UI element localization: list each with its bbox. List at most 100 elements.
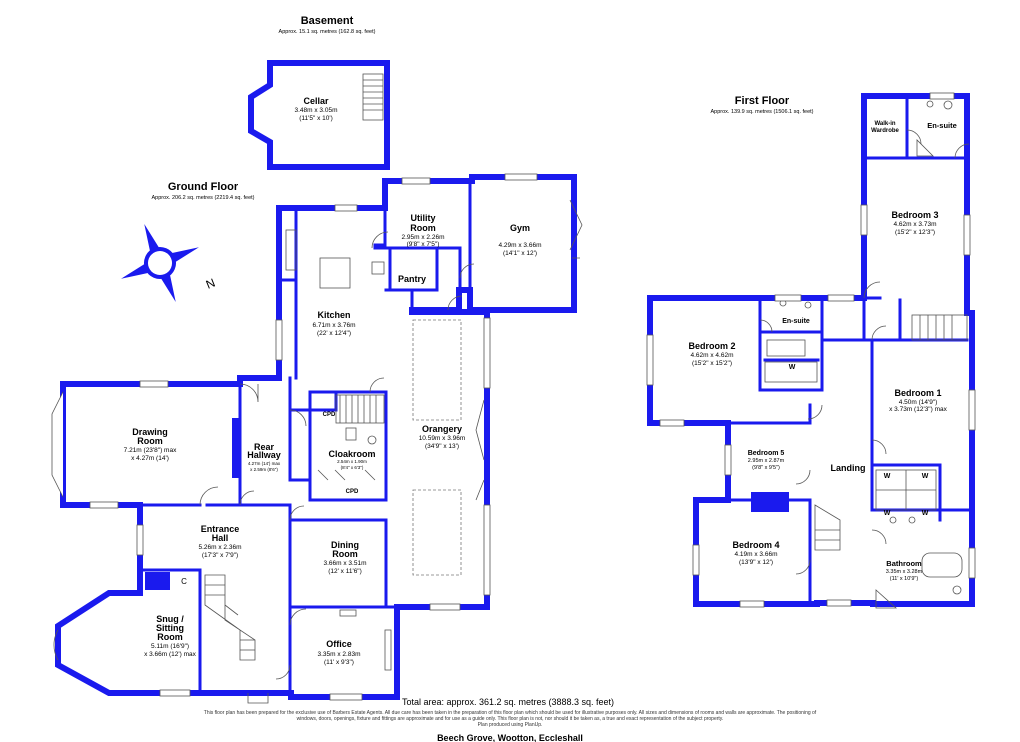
orangery-dim-ft: (34'9" x 13') <box>425 443 459 450</box>
window <box>483 317 491 389</box>
snug-label-2: Sitting <box>156 623 184 633</box>
rear-hallway-dim-ft: x 2.59m (8'6") <box>250 467 278 472</box>
wardrobe-label: W <box>922 473 929 480</box>
drawing-dim-m: 7.21m (23'8") max <box>124 447 177 454</box>
first-floor-area: Approx. 139.9 sq. metres (1506.1 sq. fee… <box>710 109 813 115</box>
cloakroom-dim-m: 2.54m x 1.90m <box>337 459 367 464</box>
utility-label-1: Utility <box>410 213 435 223</box>
landing-label: Landing <box>831 463 866 473</box>
disclaimer-line-2: windows, doors, openings, fixture and fi… <box>297 716 724 722</box>
fireplace <box>145 572 170 590</box>
dining-dim-m: 3.66m x 3.51m <box>324 560 367 567</box>
snug-dim-m: 5.11m (16'9") <box>151 643 189 650</box>
bedroom-5-dim-ft: (9'8" x 9'5") <box>752 465 780 471</box>
compass-icon <box>121 224 199 302</box>
dining-dim-ft: (12' x 11'6") <box>328 568 362 575</box>
door <box>289 409 307 427</box>
ground-floor-outer-walls <box>55 174 577 700</box>
window <box>159 689 191 697</box>
door <box>239 383 259 403</box>
ground-floor-section: Ground Floor Approx. 206.2 sq. metres (2… <box>51 173 583 704</box>
bedroom-2-dim-ft: (15'2" x 15'2") <box>692 360 732 367</box>
bath-tub <box>921 552 963 578</box>
wardrobe-label: W <box>789 364 796 371</box>
bedroom-5-dim-m: 2.95m x 2.87m <box>748 458 785 464</box>
bathroom-label: Bathroom <box>886 559 922 568</box>
gym-doors <box>569 199 583 259</box>
window <box>504 173 538 181</box>
office-dim-ft: (11' x 9'3") <box>324 659 354 666</box>
disclaimer-line-3: Plan produced using PlanUp. <box>478 722 543 728</box>
orangery-doors <box>475 399 485 501</box>
drawing-dim-ft: x 4.27m (14') <box>131 455 169 462</box>
door <box>759 319 773 333</box>
window <box>401 177 431 185</box>
cellar-label: Cellar <box>303 96 329 106</box>
ground-floor-area: Approx. 206.2 sq. metres (2219.4 sq. fee… <box>151 195 254 201</box>
door <box>369 377 385 393</box>
dining-label-2: Room <box>332 549 358 559</box>
total-area: Total area: approx. 361.2 sq. metres (38… <box>402 697 614 707</box>
window <box>692 544 700 576</box>
wardrobe-label: W <box>884 510 891 517</box>
door <box>795 559 811 575</box>
door <box>954 143 970 159</box>
utility-label-2: Room <box>410 223 436 233</box>
cupboard-label: C <box>181 577 187 586</box>
pantry-label: Pantry <box>398 274 426 284</box>
shower <box>875 589 898 609</box>
window <box>139 380 169 388</box>
gym-dim-ft: (14'1" x 12') <box>503 250 537 257</box>
bedroom-2-dim-m: 4.62m x 4.62m <box>691 352 734 359</box>
entrance-label-2: Hall <box>212 533 229 543</box>
wardrobe-label: W <box>922 510 929 517</box>
bedroom-3-dim-ft: (15'2" x 12'3") <box>895 229 935 236</box>
cellar-stairs <box>362 73 384 121</box>
basement-section: Basement Approx. 15.1 sq. metres (162.8 … <box>248 15 390 170</box>
drawing-label-2: Room <box>137 436 163 446</box>
bedroom-3-label: Bedroom 3 <box>891 210 938 220</box>
cellar-dim-ft: (11'5" x 10') <box>299 115 333 122</box>
window <box>384 629 392 671</box>
cellar-dim-m: 3.48m x 3.05m <box>295 107 338 114</box>
toilet <box>367 435 377 445</box>
bay-window <box>51 391 64 498</box>
kitchen-dim-m: 6.71m x 3.76m <box>313 322 356 329</box>
utility-dim-m: 2.95m x 2.26m <box>402 234 445 241</box>
address: Beech Grove, Wootton, Eccleshall <box>437 733 583 742</box>
bedroom-4-label: Bedroom 4 <box>732 540 779 550</box>
bedroom-1-dim-ft: x 3.73m (12'3") max <box>889 406 947 413</box>
entrance-dim-m: 5.26m x 2.36m <box>199 544 242 551</box>
walkin-label-1: Walk-in <box>874 121 895 127</box>
bedroom-5-label: Bedroom 5 <box>748 450 785 457</box>
orangery-roof-light-2 <box>412 489 462 576</box>
dining-label-1: Dining <box>331 540 359 550</box>
window <box>724 444 732 476</box>
door <box>807 404 823 420</box>
window <box>774 294 802 302</box>
window <box>89 501 119 509</box>
door <box>871 325 887 341</box>
rear-hallway-label-1: Rear <box>254 442 275 452</box>
first-floor-stairs <box>814 314 968 551</box>
window <box>329 693 363 701</box>
rear-hallway-label-2: Hallway <box>247 450 281 460</box>
basin <box>926 100 934 108</box>
window <box>968 389 976 431</box>
door <box>53 629 59 661</box>
chimney-breast <box>751 492 789 512</box>
cellar-walls <box>248 60 390 170</box>
window <box>483 504 491 596</box>
cloakroom-dim-ft: (8'4" x 6'3") <box>341 465 364 470</box>
entrance-dim-ft: (17'3" x 7'9") <box>202 552 238 559</box>
door <box>289 505 305 521</box>
window <box>275 319 283 361</box>
door <box>863 281 881 299</box>
shower-ensuite <box>916 139 934 157</box>
first-floor-title: First Floor <box>735 95 790 107</box>
snug-label-1: Snug / <box>156 614 184 624</box>
door <box>289 608 307 626</box>
bathroom-dim-ft: (11' x 10'9") <box>890 576 919 582</box>
window <box>827 294 855 302</box>
